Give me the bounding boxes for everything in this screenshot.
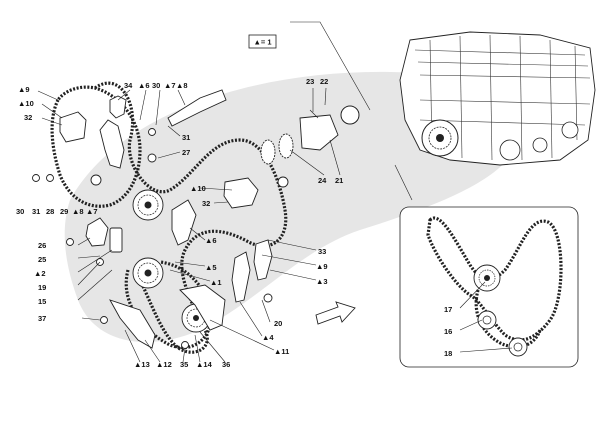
bolt-37 [100,316,108,324]
detail-box [399,206,579,368]
callout-2: ▲2 [34,269,46,278]
callout-32b: 32 [202,199,210,208]
engine-leader [290,21,371,111]
pulley-left [85,217,109,247]
callout-36: 36 [222,360,230,369]
callout-28: 28 [46,207,54,216]
callout-16: 16 [444,327,452,336]
tensioner-upper [109,95,127,119]
timing-chain-main [94,81,288,354]
bolt-26 [66,238,74,246]
callout-18: 18 [444,349,452,358]
callout-25: 25 [38,255,46,264]
callout-7b: ▲7 [86,207,98,216]
callout-17: 17 [444,305,452,314]
callout-22: 22 [320,77,328,86]
washer-27 [147,153,157,163]
timing-chain-lower [124,260,213,350]
callout-4: ▲4 [262,333,274,342]
bolt-35 [181,341,189,349]
guide-mid [171,199,197,246]
arrow-icon [315,301,356,325]
engine-icon [399,31,596,166]
callout-7: ▲7 [164,81,176,90]
washer-left [90,174,102,186]
bolt-30-top [148,128,156,136]
callout-labels: ▲9 ▲10 32 34 ▲6 30 ▲7 ▲8 31 27 23 22 24 … [16,77,452,369]
callout-5: ▲5 [205,263,217,272]
callout-15: 15 [38,297,46,306]
callout-12: ▲12 [156,360,172,369]
bolt-20 [263,293,273,303]
camshaft-sprocket-left [132,189,164,221]
timing-chain-left [50,85,142,208]
callout-13: ▲13 [134,360,150,369]
callout-8b: ▲8 [72,207,84,216]
callout-27: 27 [182,148,190,157]
callout-34: 34 [124,81,133,90]
bolt-31 [46,174,54,182]
callout-10b: ▲10 [190,184,206,193]
guide-lower [109,299,156,349]
callout-11: ▲11 [274,347,289,356]
callout-6b: ▲6 [205,236,217,245]
callout-6: ▲6 [138,81,150,90]
callout-19: 19 [38,283,46,292]
guide-lower-2 [179,284,226,331]
crank-sprocket [132,257,164,289]
tensioner-right-1 [231,251,251,303]
callout-23: 23 [306,77,314,86]
legend-text: ▲= 1 [253,38,271,47]
callout-29: 29 [60,207,68,216]
tensioner-small [109,227,123,253]
callout-1: ▲1 [210,278,222,287]
pump-body [223,177,259,209]
guide-upper [167,89,227,127]
callout-33: 33 [318,247,326,256]
callout-32: 32 [24,113,32,122]
callout-9: ▲9 [18,85,30,94]
callout-30: 30 [152,81,160,90]
callout-9b: ▲9 [316,262,328,271]
callout-37: 37 [38,314,46,323]
legend-box: ▲= 1 [248,34,277,49]
bracket-left [59,111,87,143]
detail-leader [394,164,413,201]
callout-21: 21 [335,176,343,185]
clip-33 [277,176,289,188]
background-swoosh [64,71,521,343]
callout-31b: 31 [32,207,40,216]
guide-left [99,119,125,169]
callout-10: ▲10 [18,99,34,108]
callout-26: 26 [38,241,46,250]
leader-lines [37,87,513,363]
gear-pair [260,105,360,165]
callout-31: 31 [182,133,190,142]
callout-24: 24 [318,176,327,185]
callout-14: ▲14 [196,360,213,369]
callout-20: 20 [274,319,282,328]
callout-8: ▲8 [176,81,188,90]
callout-35: 35 [180,360,188,369]
bolt-30 [32,174,40,182]
callout-3: ▲3 [316,277,328,286]
callout-30b: 30 [16,207,24,216]
